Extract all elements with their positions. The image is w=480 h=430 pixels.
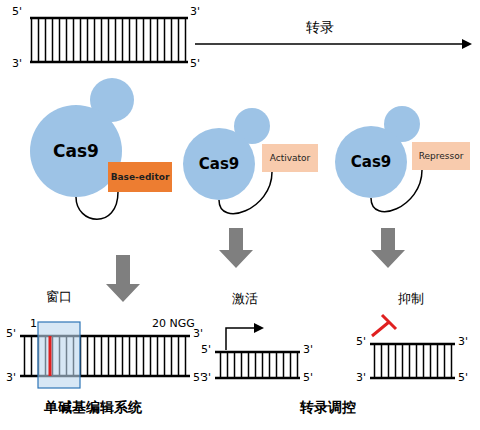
process-label: 转录 [306, 20, 334, 35]
transcription-arrow [195, 43, 470, 45]
node-text: Cas9 [199, 155, 240, 173]
node-text: Repressor [419, 151, 464, 161]
panel-caption: 单碱基编辑系统 [44, 400, 142, 415]
repression-bar [372, 315, 396, 336]
strand-end: 5' [12, 6, 22, 18]
strand-end: 3' [303, 344, 313, 356]
dna-duplex [215, 352, 300, 378]
node-text: Cas9 [53, 141, 99, 161]
strand-end: 3' [193, 328, 203, 340]
pam-label: 20 NGG [152, 318, 195, 330]
base-editor-box: Base-editor [108, 162, 172, 192]
cas9-protein: Cas9 [335, 126, 407, 198]
linker [76, 192, 118, 219]
strand-end: 5' [356, 336, 366, 348]
repressor-box: Repressor [412, 142, 470, 170]
node-text: Base-editor [111, 172, 170, 182]
strand-end: 3' [190, 6, 200, 18]
strand-end: 3' [12, 58, 22, 70]
strand-end: 5' [190, 58, 200, 70]
panel-caption: 转录调控 [300, 400, 356, 415]
position-number: 1 [30, 318, 37, 330]
down-arrow [219, 228, 253, 268]
strand-end: 3' [201, 372, 211, 384]
strand-end: 3' [356, 372, 366, 384]
strand-end: 5' [303, 372, 313, 384]
activator-box: Activator [262, 144, 318, 172]
strand-end: 3' [458, 336, 468, 348]
window-label: 窗口 [46, 290, 72, 304]
editing-window [38, 322, 80, 388]
linker [371, 170, 422, 212]
strand-end: 3' [6, 372, 16, 384]
strand-end: 5' [458, 372, 468, 384]
node-text: Activator [270, 153, 311, 163]
strand-end: 5' [201, 344, 211, 356]
cas9-protein: Cas9 [183, 128, 255, 200]
linker [219, 172, 272, 214]
node-text: Cas9 [351, 153, 392, 171]
effect-label: 激活 [232, 292, 258, 306]
down-arrow [371, 228, 405, 268]
effect-label: 抑制 [398, 292, 424, 306]
edited-base [49, 336, 52, 376]
activation-arrow [226, 328, 262, 350]
dna-duplex [30, 18, 188, 62]
strand-end: 5' [6, 328, 16, 340]
dna-duplex [370, 344, 455, 378]
down-arrow [106, 255, 140, 302]
